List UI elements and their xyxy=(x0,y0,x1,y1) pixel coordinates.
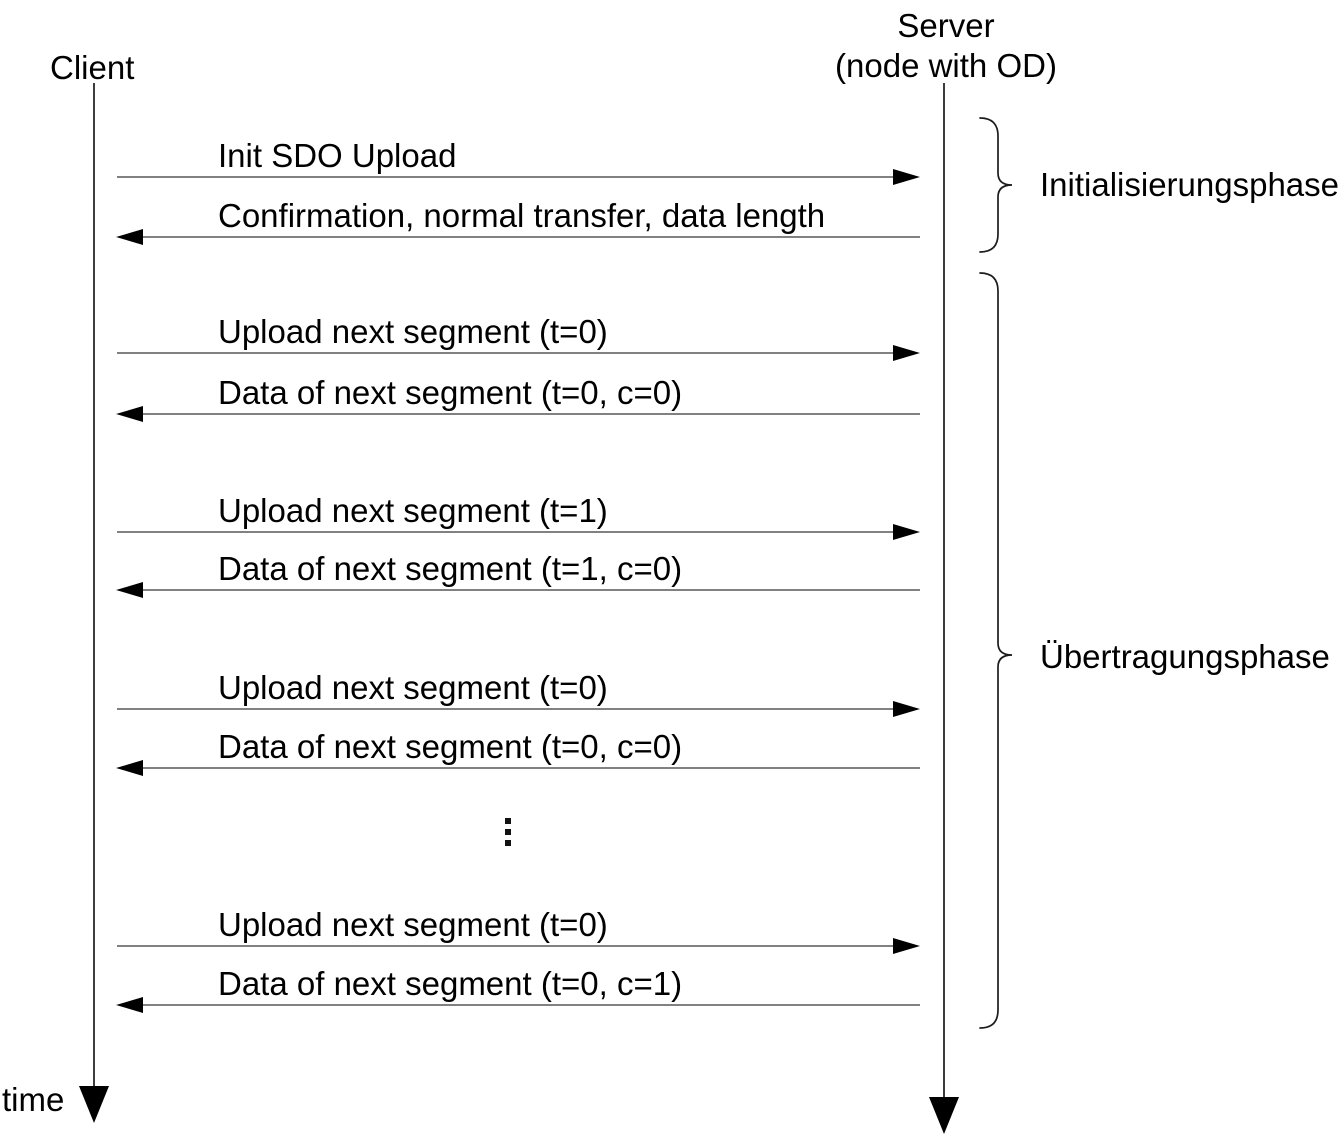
message-line xyxy=(117,531,894,533)
message-line xyxy=(141,767,920,769)
arrowhead-right-icon xyxy=(893,345,920,361)
message-line xyxy=(141,236,920,238)
arrowhead-left-icon xyxy=(116,997,143,1013)
message-line xyxy=(117,945,894,947)
client-actor-label: Client xyxy=(50,49,135,86)
message-line xyxy=(141,1004,920,1006)
vertical-ellipsis-icon xyxy=(505,818,511,846)
server-lifeline xyxy=(943,83,945,1097)
message-label: Data of next segment (t=0, c=0) xyxy=(218,728,683,765)
message-label: Data of next segment (t=0, c=1) xyxy=(218,965,683,1002)
message-line xyxy=(117,176,894,178)
server-actor-label-line1: Server xyxy=(897,7,995,44)
server-actor-label-line2: (node with OD) xyxy=(835,47,1057,84)
message-label: Init SDO Upload xyxy=(218,137,457,174)
message-label: Upload next segment (t=0) xyxy=(218,669,608,706)
message-line xyxy=(117,708,894,710)
client-lifeline xyxy=(93,83,95,1086)
arrowhead-right-icon xyxy=(893,524,920,540)
client-lifeline-arrowhead-icon xyxy=(79,1086,109,1123)
server-actor-label: Server (node with OD) xyxy=(834,6,1058,86)
arrowhead-left-icon xyxy=(116,582,143,598)
message-label: Data of next segment (t=0, c=0) xyxy=(218,374,683,411)
arrowhead-left-icon xyxy=(116,406,143,422)
transfer-phase-brace xyxy=(979,272,1013,1029)
initialization-phase-label: Initialisierungsphase xyxy=(1040,166,1340,203)
arrowhead-left-icon xyxy=(116,760,143,776)
initialization-phase-brace xyxy=(979,117,1013,253)
message-label: Upload next segment (t=0) xyxy=(218,906,608,943)
server-lifeline-arrowhead-icon xyxy=(929,1097,959,1134)
message-label: Confirmation, normal transfer, data leng… xyxy=(218,197,826,234)
arrowhead-left-icon xyxy=(116,229,143,245)
transfer-phase-label: Übertragungsphase xyxy=(1040,638,1330,675)
message-line xyxy=(141,589,920,591)
message-line xyxy=(117,352,894,354)
time-axis-label: time xyxy=(2,1081,65,1118)
message-label: Data of next segment (t=1, c=0) xyxy=(218,550,683,587)
message-label: Upload next segment (t=0) xyxy=(218,313,608,350)
arrowhead-right-icon xyxy=(893,701,920,717)
message-label: Upload next segment (t=1) xyxy=(218,492,608,529)
arrowhead-right-icon xyxy=(893,169,920,185)
arrowhead-right-icon xyxy=(893,938,920,954)
message-line xyxy=(141,413,920,415)
